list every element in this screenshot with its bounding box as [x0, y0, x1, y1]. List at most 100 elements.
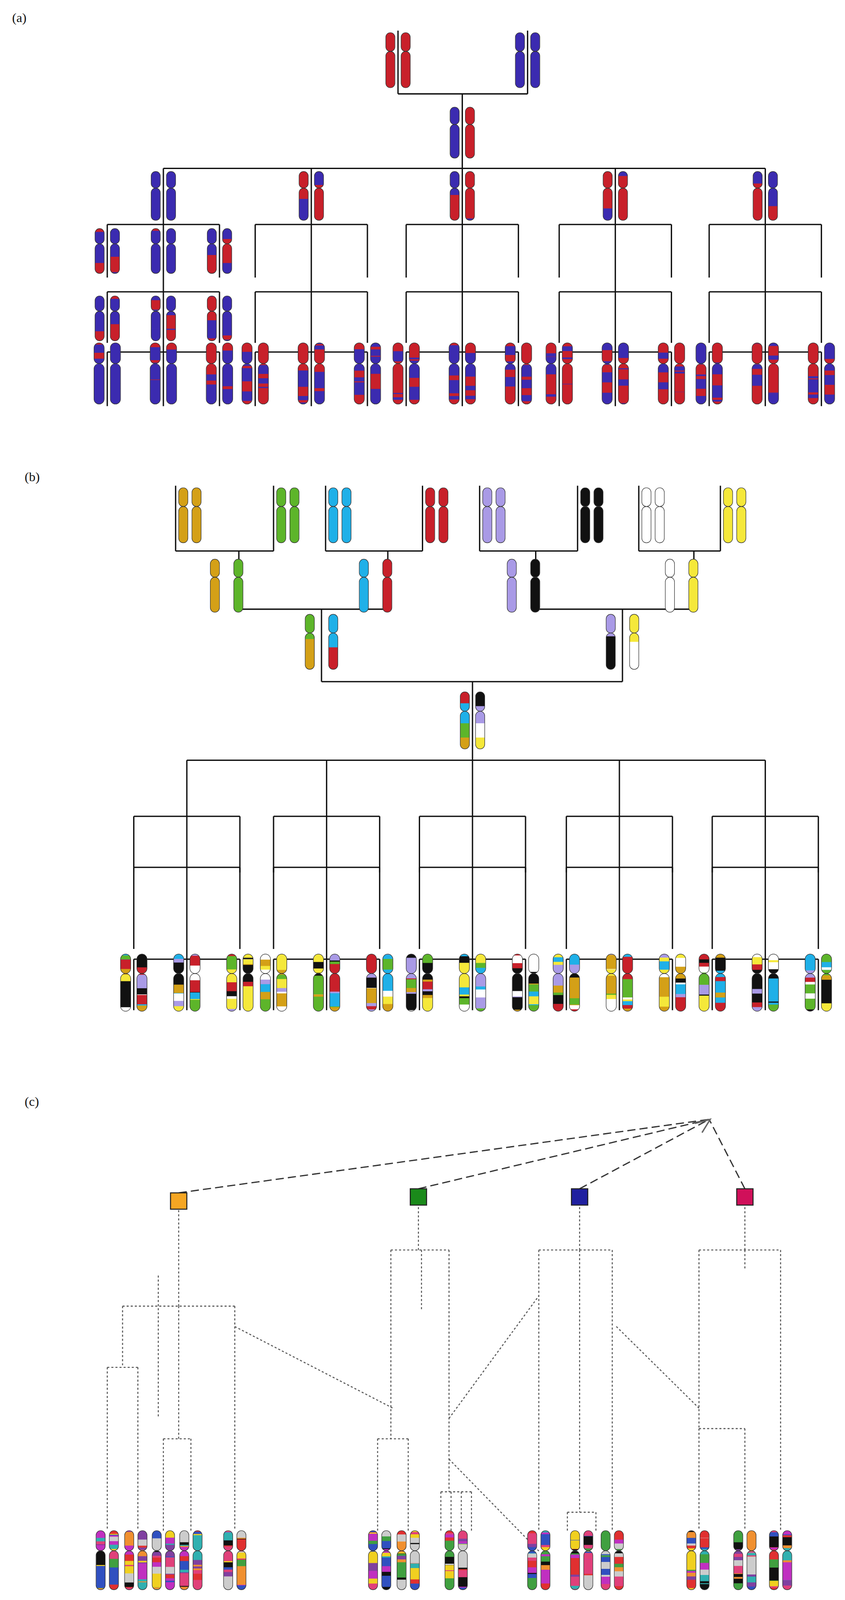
chromosome-pair: [152, 1530, 175, 1590]
chromosome: [695, 342, 707, 365]
chromosome: [110, 344, 121, 384]
chromosome: [700, 1530, 710, 1590]
chromosome: [629, 614, 639, 642]
chromosome: [570, 1540, 580, 1549]
chromosome: [226, 995, 237, 999]
chromosome: [602, 342, 613, 405]
chromosome: [410, 1530, 420, 1590]
chromosome: [688, 558, 699, 613]
chromosome: [562, 363, 573, 404]
chromosome: [715, 957, 726, 971]
chromosomes: [93, 32, 835, 405]
chromosome: [459, 996, 470, 999]
chromosome: [366, 953, 377, 974]
chromosome: [166, 342, 177, 364]
chromosome: [392, 342, 404, 405]
chromosome: [110, 228, 120, 241]
chromosome: [409, 342, 420, 358]
chromosome: [149, 342, 161, 348]
chromosome-pair: [151, 295, 176, 342]
chromosome: [805, 953, 816, 1012]
chromosome: [686, 1530, 696, 1590]
chromosome: [808, 379, 819, 393]
chromosome: [222, 363, 233, 404]
chromosome: [475, 705, 485, 724]
chromosome: [674, 342, 686, 364]
chromosome: [242, 381, 253, 392]
lineage-line: [698, 1249, 781, 1250]
chromosome: [392, 399, 404, 405]
chromosome: [658, 363, 669, 404]
chromosome: [305, 614, 315, 670]
pedigree-line: [817, 816, 820, 873]
chromosome: [553, 956, 564, 962]
chromosome: [465, 395, 476, 400]
chromosome: [715, 980, 726, 993]
lineage-line: [471, 1491, 472, 1531]
chromosome: [381, 1530, 391, 1590]
chromosome: [406, 978, 417, 989]
chromosome: [396, 1533, 406, 1542]
chromosome: [110, 256, 120, 273]
chromosome: [593, 487, 603, 507]
chromosome: [173, 1005, 185, 1011]
chromosome: [465, 171, 475, 189]
chromosome: [768, 342, 779, 364]
pedigree-line: [272, 485, 275, 552]
chromosome: [110, 300, 120, 309]
chromosome: [821, 953, 832, 1012]
chromosome: [580, 487, 590, 507]
chromosome: [583, 1530, 593, 1551]
panel-b: [120, 485, 832, 1012]
chromosome: [166, 363, 177, 404]
chromosome: [444, 1530, 454, 1590]
chromosome: [583, 1530, 593, 1590]
chromosome: [137, 1556, 147, 1561]
chromosome: [665, 577, 675, 613]
chromosome: [614, 1552, 624, 1557]
chromosome: [110, 295, 120, 311]
chromosome: [752, 1002, 763, 1008]
chromosome: [659, 953, 670, 1012]
pedigree-line: [418, 816, 421, 873]
chromosome: [769, 1536, 779, 1548]
chromosome: [622, 997, 633, 1000]
chromosome: [151, 295, 161, 342]
lineage-line: [420, 1249, 422, 1311]
chromosome: [545, 394, 557, 397]
chromosome: [137, 994, 148, 1005]
chromosome: [410, 1537, 420, 1544]
chromosome: [698, 973, 710, 1011]
chromosome: [769, 1530, 779, 1551]
chromosome: [109, 1530, 119, 1590]
chromosome: [695, 364, 707, 375]
chromosome: [465, 107, 475, 159]
chromosome: [601, 1561, 611, 1569]
chromosome: [528, 953, 539, 1012]
chromosome: [808, 342, 819, 405]
chromosome: [528, 953, 539, 1012]
chromosome: [746, 1574, 756, 1577]
chromosome: [233, 577, 243, 613]
chromosome: [341, 487, 351, 543]
chromosome: [151, 228, 161, 275]
chromosome: [622, 1004, 633, 1009]
lineage-line: [698, 1428, 700, 1531]
chromosome: [752, 953, 763, 1012]
chromosome: [507, 558, 517, 613]
chromosome: [381, 1536, 391, 1541]
chromosome: [769, 1567, 779, 1581]
chromosome: [695, 342, 707, 364]
lineage-line: [121, 1305, 123, 1368]
chromosome: [641, 487, 651, 543]
chromosome: [458, 1530, 468, 1590]
chromosome: [527, 1553, 537, 1558]
chromosome: [406, 953, 417, 1012]
chromosome: [715, 976, 726, 982]
chromosome: [313, 953, 324, 974]
pedigree-line: [565, 959, 568, 1011]
chromosome: [152, 1530, 162, 1551]
chromosome: [313, 975, 324, 995]
chromosome: [733, 1530, 743, 1590]
chromosome-pair: [276, 487, 300, 543]
